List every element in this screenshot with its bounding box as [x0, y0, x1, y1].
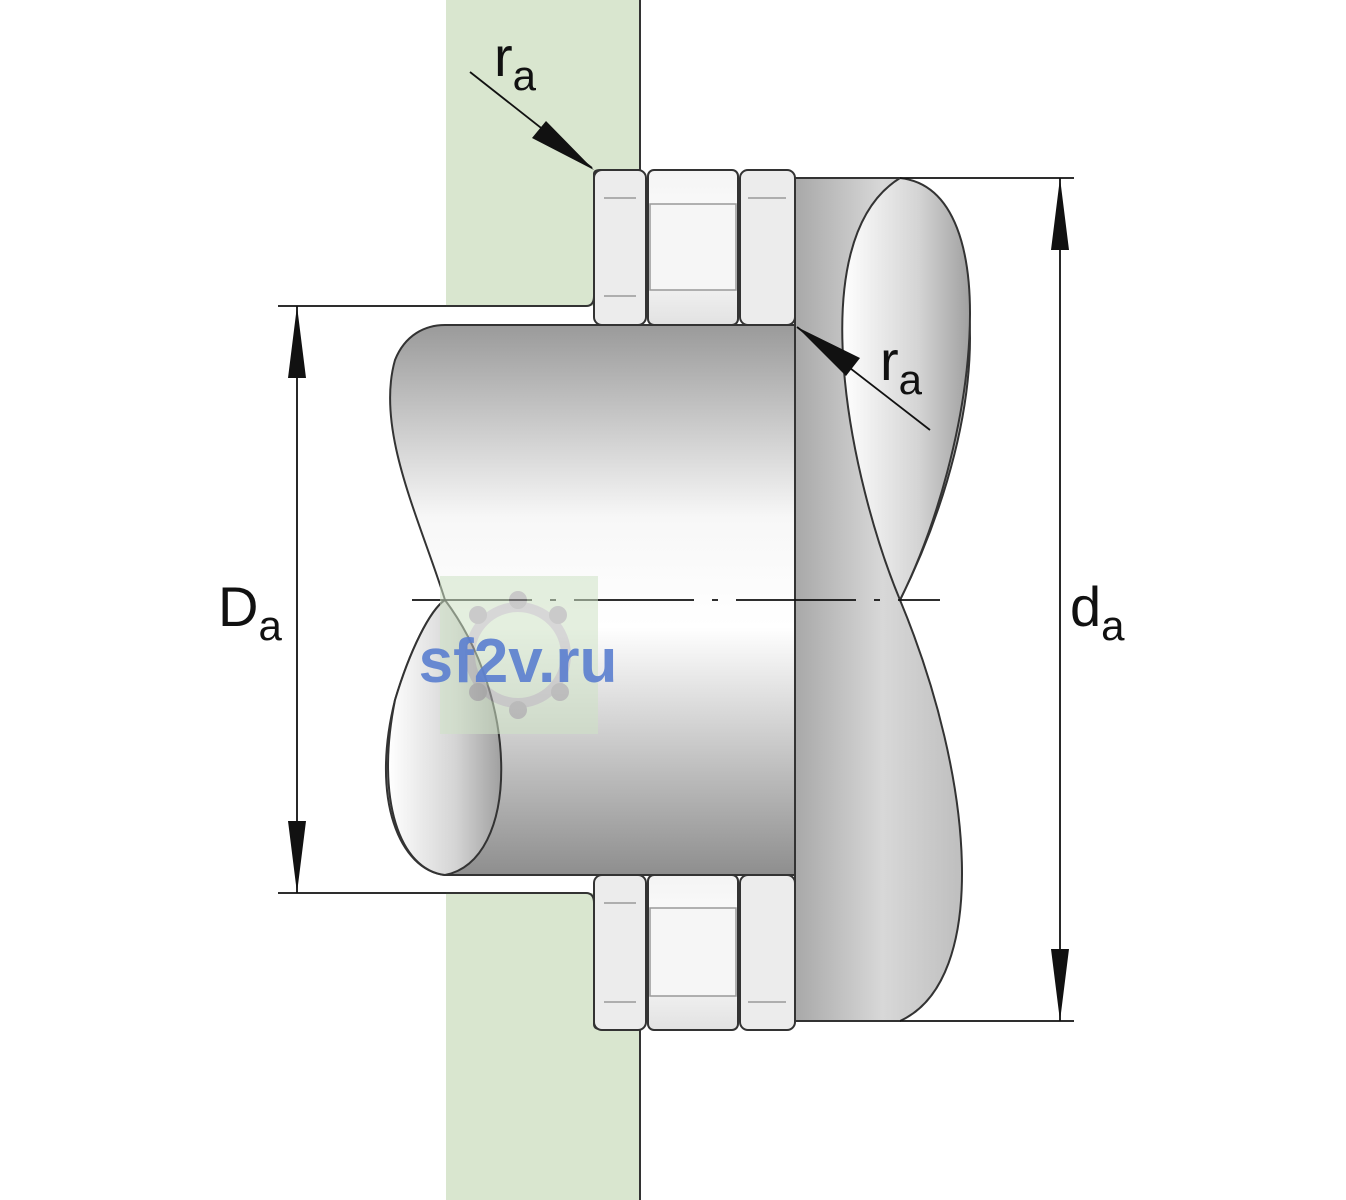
bearing-upper: [593, 169, 796, 326]
leader-ra-right: [796, 326, 931, 431]
inner-ring-lower: [739, 874, 796, 1031]
watermark-ball-5: [469, 683, 487, 701]
label-ra-top-main: r: [494, 25, 513, 88]
label-ra-right-main: r: [880, 329, 899, 392]
Da-arrow-bottom: [288, 821, 306, 893]
label-ra-right: ra: [880, 329, 923, 403]
dimension-Da: [278, 305, 446, 894]
label-ra-right-sub: a: [899, 356, 923, 403]
watermark-text: sf2v.ru: [419, 627, 618, 696]
da-arrow-top: [1051, 178, 1069, 250]
inner-ring-upper: [739, 169, 796, 326]
watermark-ball-4: [509, 701, 527, 719]
watermark-ball-1: [509, 591, 527, 609]
label-ra-top-sub: a: [513, 52, 537, 99]
leader-ra-top: [469, 71, 594, 170]
label-da-sub: a: [1101, 602, 1125, 649]
watermark-ball-3: [551, 683, 569, 701]
dimension-da: [900, 177, 1074, 1022]
watermark: [440, 576, 598, 734]
outer-ring-upper: [593, 169, 647, 326]
roller-lower-core: [649, 907, 737, 997]
roller-upper-core: [649, 203, 737, 291]
label-da-main: d: [1070, 575, 1101, 638]
label-Da-main: D: [218, 575, 258, 638]
ra-top-arrow: [532, 121, 594, 170]
Da-arrow-top: [288, 306, 306, 378]
outer-ring-lower: [593, 874, 647, 1031]
bearing-lower: [593, 874, 796, 1031]
watermark-ball-6: [469, 606, 487, 624]
ra-right-arrow: [797, 327, 860, 376]
watermark-ball-2: [549, 606, 567, 624]
da-arrow-bottom: [1051, 949, 1069, 1021]
shaft-collar: [794, 176, 971, 1022]
label-Da: Da: [218, 575, 282, 649]
label-Da-sub: a: [258, 602, 282, 649]
label-da: da: [1070, 575, 1125, 649]
label-ra-top: ra: [494, 25, 537, 99]
